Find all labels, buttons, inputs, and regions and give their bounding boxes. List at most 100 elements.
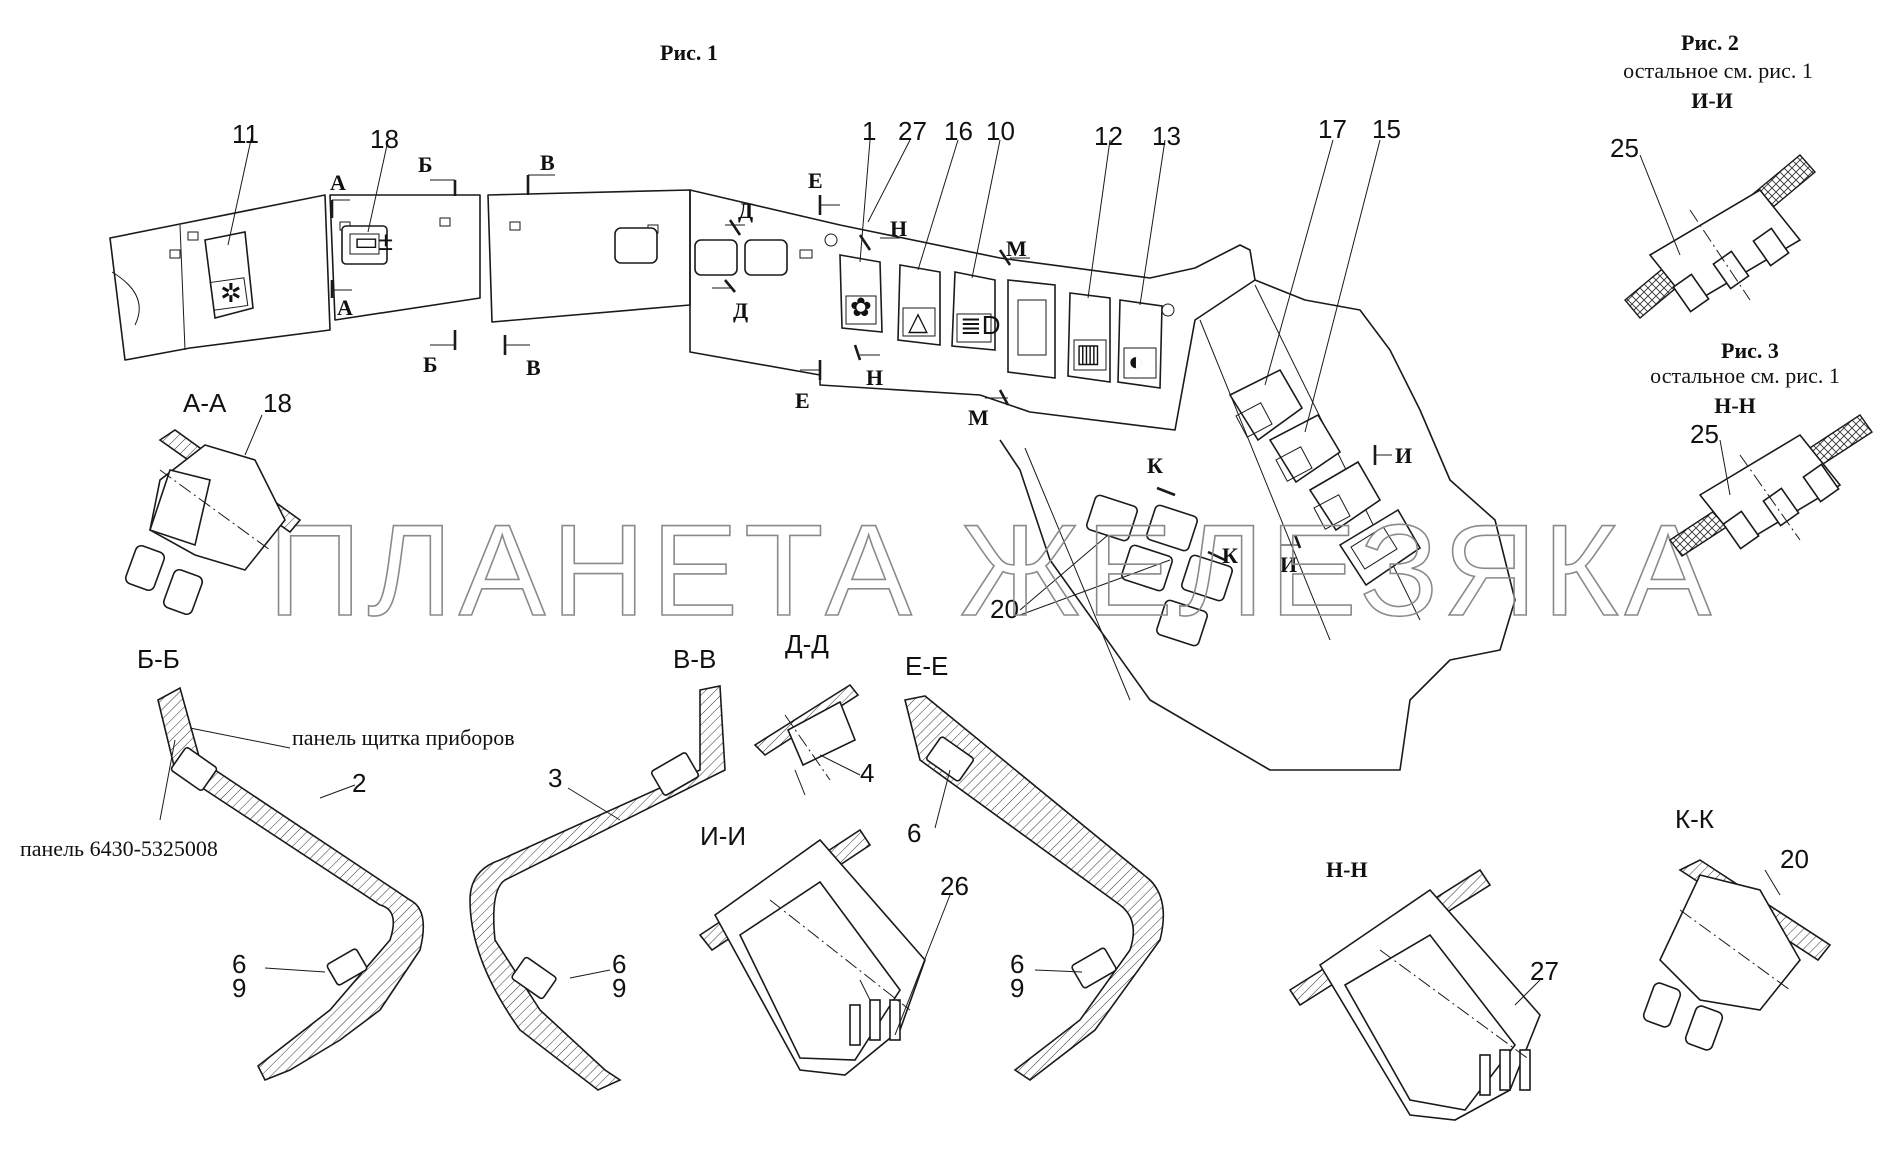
mark-v-bottom: В <box>526 355 541 380</box>
mark-b-top: Б <box>418 152 433 177</box>
callout-27-nn: 27 <box>1530 956 1559 986</box>
section-d-d: Д-Д 4 <box>753 629 874 796</box>
snowflake-icon: ✲ <box>220 278 242 308</box>
switch-17 <box>1228 368 1304 442</box>
callout-9-ee: 9 <box>1010 973 1024 1003</box>
section-mark-letters: А А Б Б В В Д Д Е Е Н Н М М К К И И <box>330 150 1412 577</box>
callout-6-vv: 6 <box>612 949 626 979</box>
hazard-icon: △ <box>908 306 928 336</box>
title-b-b: Б-Б <box>137 644 180 674</box>
callout-27: 27 <box>898 116 927 146</box>
switch-11: ✲ <box>204 231 254 320</box>
callout-15: 15 <box>1372 114 1401 144</box>
dashboard-panel <box>109 189 1516 771</box>
title-i-i: И-И <box>700 821 746 851</box>
section-b-b: Б-Б панель щитка приборов панель 6430-53… <box>20 644 515 1082</box>
label-panel-instr: панель щитка приборов <box>292 725 515 750</box>
callout-6-bb: 6 <box>232 949 246 979</box>
lamp-icon: ◐ <box>1128 346 1144 376</box>
callout-25-fig2: 25 <box>1610 133 1639 163</box>
switches-20 <box>1086 494 1233 647</box>
fig1-title: Рис. 1 <box>660 40 718 65</box>
title-a-a: А-А <box>183 388 227 418</box>
section-e-e: Е-Е 6 6 9 <box>904 651 1165 1081</box>
switch-10: ≣D <box>951 271 1001 351</box>
callout-20-kk: 20 <box>1780 844 1809 874</box>
callout-4: 4 <box>860 758 874 788</box>
switch-i <box>1308 460 1382 532</box>
fig2-title: Рис. 2 <box>1681 30 1739 55</box>
callout-25-fig3: 25 <box>1690 419 1719 449</box>
mark-a-top: А <box>330 170 346 195</box>
callout-6-ee2: 6 <box>1010 949 1024 979</box>
callout-13: 13 <box>1152 121 1181 151</box>
section-i-i: И-И 26 <box>698 821 969 1076</box>
watermark: ПЛАНЕТА ЖЕЛЕЗЯКА <box>268 497 1717 643</box>
mark-b-bottom: Б <box>423 352 438 377</box>
plug-rect-2 <box>694 239 738 276</box>
rear-defrost-icon: ▥ <box>1076 338 1101 368</box>
title-e-e: Е-Е <box>905 651 948 681</box>
callout-2: 2 <box>352 768 366 798</box>
plug-rect-1 <box>614 227 658 264</box>
switch-12: ▥ <box>1067 292 1111 383</box>
title-d-d: Д-Д <box>785 629 829 659</box>
section-a-a: А-А 18 <box>124 388 302 616</box>
switch-15 <box>1268 413 1342 484</box>
callout-16: 16 <box>944 116 973 146</box>
figure-titles: Рис. 1 Рис. 2 остальное см. рис. 1 И-И Р… <box>660 30 1840 418</box>
title-n-n: Н-Н <box>1326 857 1368 882</box>
title-k-k: К-К <box>1675 804 1714 834</box>
switch-16: △ <box>897 264 941 346</box>
mark-k-top: К <box>1147 453 1163 478</box>
callout-10: 10 <box>986 116 1015 146</box>
callout-1: 1 <box>862 116 876 146</box>
panel-switches: ✲ ▭± ✿ △ ≣D <box>204 225 1422 647</box>
mark-n-top: Н <box>890 216 907 241</box>
mark-d-bottom: Д <box>733 298 748 323</box>
fog-light-icon: ≣D <box>960 310 1001 340</box>
callout-9-bb: 9 <box>232 973 246 1003</box>
plug-rect-3 <box>744 239 788 276</box>
callout-6-ee: 6 <box>907 818 921 848</box>
mark-e-bottom: Е <box>795 388 810 413</box>
callouts-main: 11 18 1 27 16 10 12 13 17 15 20 <box>227 114 1401 624</box>
fig2-section: И-И <box>1691 88 1733 113</box>
mark-m-top: М <box>1006 236 1027 261</box>
switch-1: ✿ <box>839 254 883 333</box>
switch-m <box>1007 279 1056 379</box>
mark-i-bottom: И <box>1280 552 1297 577</box>
title-v-v: В-В <box>673 644 716 674</box>
fig2-note: остальное см. рис. 1 <box>1623 58 1813 83</box>
section-k-k: К-К 20 <box>1642 804 1832 1051</box>
callout-3: 3 <box>548 763 562 793</box>
callout-18: 18 <box>370 124 399 154</box>
mark-e-top: Е <box>808 168 823 193</box>
fig2-detail: 25 <box>1610 133 1817 319</box>
mark-v-top: В <box>540 150 555 175</box>
section-cut-marks <box>330 174 1392 562</box>
label-panel-code: панель 6430-5325008 <box>20 836 218 861</box>
fig3-note: остальное см. рис. 1 <box>1650 363 1840 388</box>
section-v-v: В-В 3 6 9 <box>469 644 726 1091</box>
battery-icon: ▭± <box>354 226 393 256</box>
switch-13: ◐ <box>1117 299 1163 389</box>
mark-m-bottom: М <box>968 405 989 430</box>
callout-26: 26 <box>940 871 969 901</box>
fan-icon: ✿ <box>850 292 872 322</box>
fig3-detail: 25 <box>1668 414 1873 557</box>
fig3-title: Рис. 3 <box>1721 338 1779 363</box>
callout-18-aa: 18 <box>263 388 292 418</box>
fig3-section: Н-Н <box>1714 393 1756 418</box>
mark-i-top: И <box>1395 443 1412 468</box>
switch-i2 <box>1338 508 1422 587</box>
switch-18: ▭± <box>341 225 393 265</box>
callout-9-vv: 9 <box>612 973 626 1003</box>
mark-a-bottom: А <box>337 295 353 320</box>
mark-k-bottom: К <box>1222 543 1238 568</box>
callout-12: 12 <box>1094 121 1123 151</box>
section-n-n: Н-Н 27 <box>1288 857 1559 1121</box>
callout-17: 17 <box>1318 114 1347 144</box>
mark-n-bottom: Н <box>866 365 883 390</box>
